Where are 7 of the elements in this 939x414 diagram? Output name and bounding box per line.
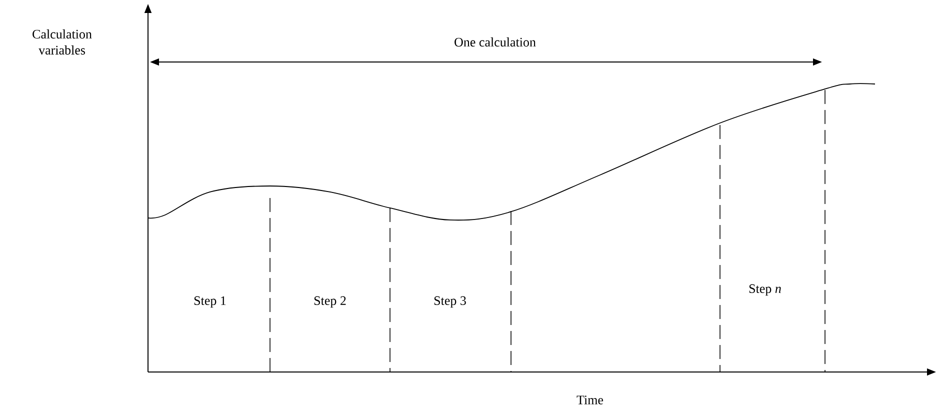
dimension-label: One calculation [454, 37, 536, 47]
axis-label: Time [576, 396, 604, 404]
axis-label: Calculation variables [32, 29, 92, 55]
step-label: Step 2 [314, 296, 346, 308]
step-label: Step 3 [434, 296, 466, 308]
step-label: Step 1 [194, 296, 226, 308]
step-label: Step n [749, 284, 781, 296]
